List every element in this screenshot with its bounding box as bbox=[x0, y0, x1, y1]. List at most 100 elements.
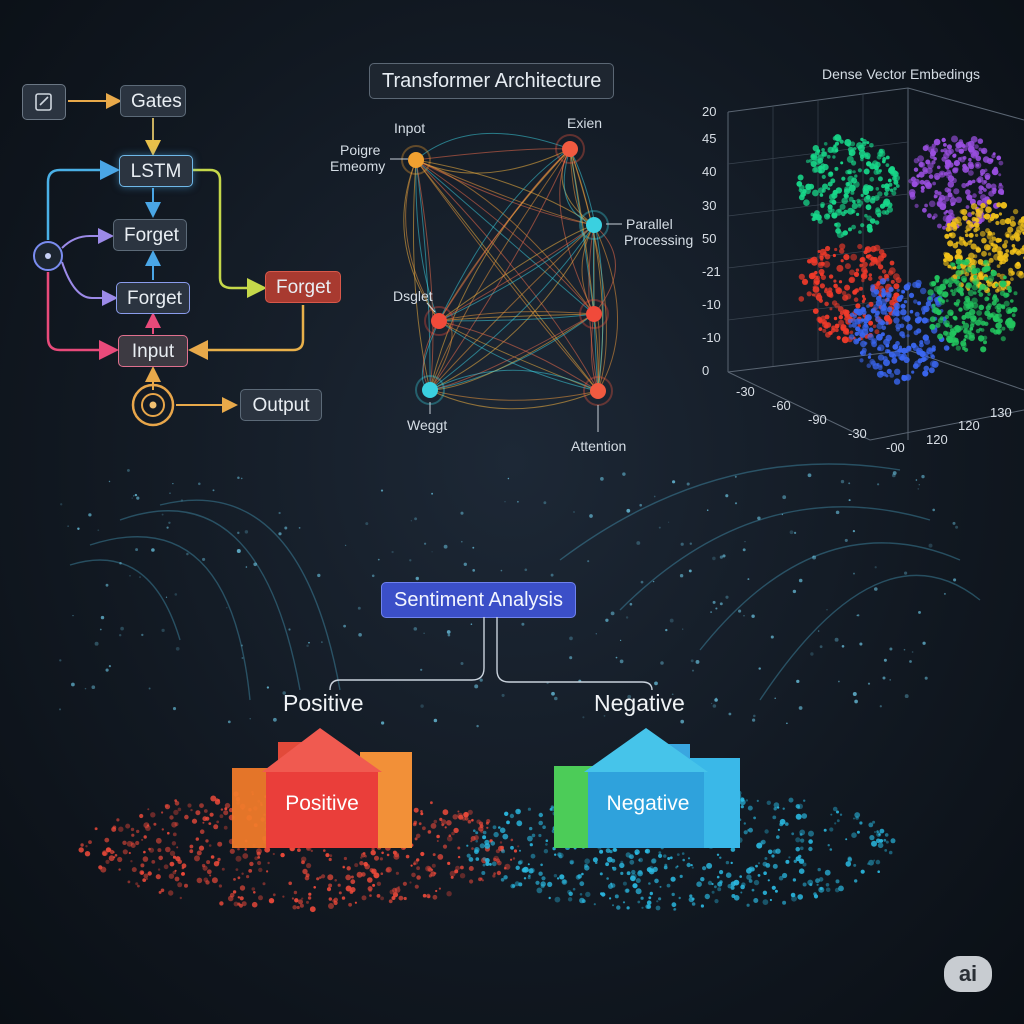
embedding-point bbox=[873, 169, 879, 175]
embedding-point bbox=[850, 253, 858, 261]
sentiment-particle bbox=[151, 860, 156, 864]
embedding-point bbox=[867, 333, 874, 341]
sentiment-particle bbox=[671, 892, 675, 897]
embedding-point bbox=[903, 356, 910, 364]
embedding-point bbox=[818, 262, 823, 266]
sentiment-particle bbox=[776, 835, 780, 839]
sentiment-particle bbox=[658, 851, 662, 854]
embedding-point bbox=[899, 323, 905, 329]
embedding-point bbox=[979, 230, 986, 237]
sentiment-particle bbox=[635, 878, 641, 884]
embedding-point bbox=[861, 274, 866, 278]
input-icon-box[interactable] bbox=[22, 84, 66, 120]
embedding-point bbox=[857, 144, 865, 152]
embedding-point bbox=[936, 201, 943, 208]
tf-label-parallel2: Processing bbox=[624, 232, 694, 248]
sentiment-particle bbox=[208, 822, 212, 825]
embedding-point bbox=[877, 255, 884, 262]
embedding-point bbox=[1011, 244, 1016, 248]
embedding-point bbox=[932, 147, 939, 154]
dust-particle bbox=[712, 704, 717, 708]
forget-node-1[interactable]: Forget bbox=[113, 219, 187, 251]
dust-particle bbox=[953, 578, 957, 582]
sentiment-particle bbox=[181, 863, 187, 869]
embedding-point bbox=[821, 148, 825, 152]
attention-edge bbox=[438, 148, 571, 322]
embedding-point bbox=[806, 291, 812, 297]
sentiment-particle bbox=[669, 856, 673, 860]
sentiment-particle bbox=[442, 809, 449, 816]
sentiment-particle bbox=[740, 797, 745, 802]
sentiment-particle bbox=[877, 870, 880, 873]
sentiment-particle bbox=[205, 880, 210, 885]
embedding-point bbox=[1016, 225, 1023, 233]
lstm-node[interactable]: LSTM bbox=[119, 155, 193, 187]
sentiment-particle bbox=[171, 841, 177, 846]
embedding-point bbox=[832, 253, 837, 258]
dust-particle bbox=[226, 607, 228, 609]
embedding-point bbox=[893, 283, 900, 290]
dust-particle bbox=[237, 476, 240, 479]
output-node[interactable]: Output bbox=[240, 389, 322, 421]
ai-badge[interactable]: ai bbox=[944, 956, 992, 992]
embedding-point bbox=[798, 273, 805, 280]
sentiment-particle bbox=[700, 904, 705, 908]
sentiment-particle bbox=[716, 853, 720, 856]
embedding-point bbox=[893, 187, 897, 191]
dust-particle bbox=[249, 717, 251, 720]
embedding-point bbox=[867, 355, 872, 359]
dust-particle bbox=[819, 645, 823, 649]
sentiment-particle bbox=[775, 848, 781, 854]
dust-particle bbox=[742, 548, 746, 552]
sentiment-particle bbox=[529, 843, 533, 847]
embedding-point bbox=[977, 138, 984, 144]
input-node[interactable]: Input bbox=[118, 335, 188, 367]
sentiment-particle bbox=[543, 849, 549, 854]
dust-particle bbox=[504, 501, 506, 503]
dust-particle bbox=[414, 517, 418, 521]
sentiment-particle bbox=[773, 807, 777, 811]
attention-edge bbox=[429, 389, 599, 401]
dust-particle bbox=[844, 538, 848, 542]
embedding-point bbox=[813, 293, 819, 298]
dust-particle bbox=[928, 543, 933, 548]
embedding-point bbox=[796, 181, 803, 187]
sentiment-particle bbox=[772, 815, 777, 820]
embedding-point bbox=[906, 324, 913, 331]
sentiment-particle bbox=[388, 899, 393, 904]
sentiment-particle bbox=[328, 897, 332, 901]
embedding-point bbox=[894, 368, 901, 375]
embedding-point bbox=[916, 349, 922, 356]
dust-particle bbox=[415, 576, 420, 581]
dust-particle bbox=[891, 473, 896, 478]
dust-particle bbox=[60, 503, 63, 506]
dust-particle bbox=[622, 472, 626, 476]
embedding-point bbox=[836, 264, 844, 272]
sentiment-particle bbox=[613, 848, 618, 852]
embedding-point bbox=[984, 213, 991, 220]
sentiment-particle bbox=[310, 849, 313, 853]
sentiment-particle bbox=[262, 882, 266, 886]
embedding-point bbox=[931, 160, 936, 165]
attention-edge bbox=[569, 148, 604, 392]
sentiment-particle bbox=[235, 855, 242, 862]
embedding-point bbox=[951, 135, 958, 143]
embedding-point bbox=[879, 278, 886, 285]
sentiment-particle bbox=[482, 863, 486, 867]
sentiment-particle bbox=[206, 869, 212, 875]
sentiment-particle bbox=[251, 887, 256, 891]
sentiment-particle bbox=[515, 865, 520, 870]
sentiment-particle bbox=[482, 830, 487, 835]
embedding-point bbox=[883, 198, 891, 206]
sentiment-particle bbox=[799, 829, 806, 836]
embedding-point bbox=[820, 163, 826, 169]
gates-node[interactable]: Gates bbox=[120, 85, 186, 117]
dust-particle bbox=[758, 667, 761, 670]
dust-particle bbox=[686, 482, 690, 486]
sentiment-particle bbox=[131, 867, 137, 873]
forget-node-red[interactable]: Forget bbox=[265, 271, 341, 303]
embedding-point bbox=[924, 203, 928, 208]
sentiment-particle bbox=[475, 857, 480, 861]
forget-node-2[interactable]: Forget bbox=[116, 282, 190, 314]
sentiment-particle bbox=[654, 878, 659, 884]
